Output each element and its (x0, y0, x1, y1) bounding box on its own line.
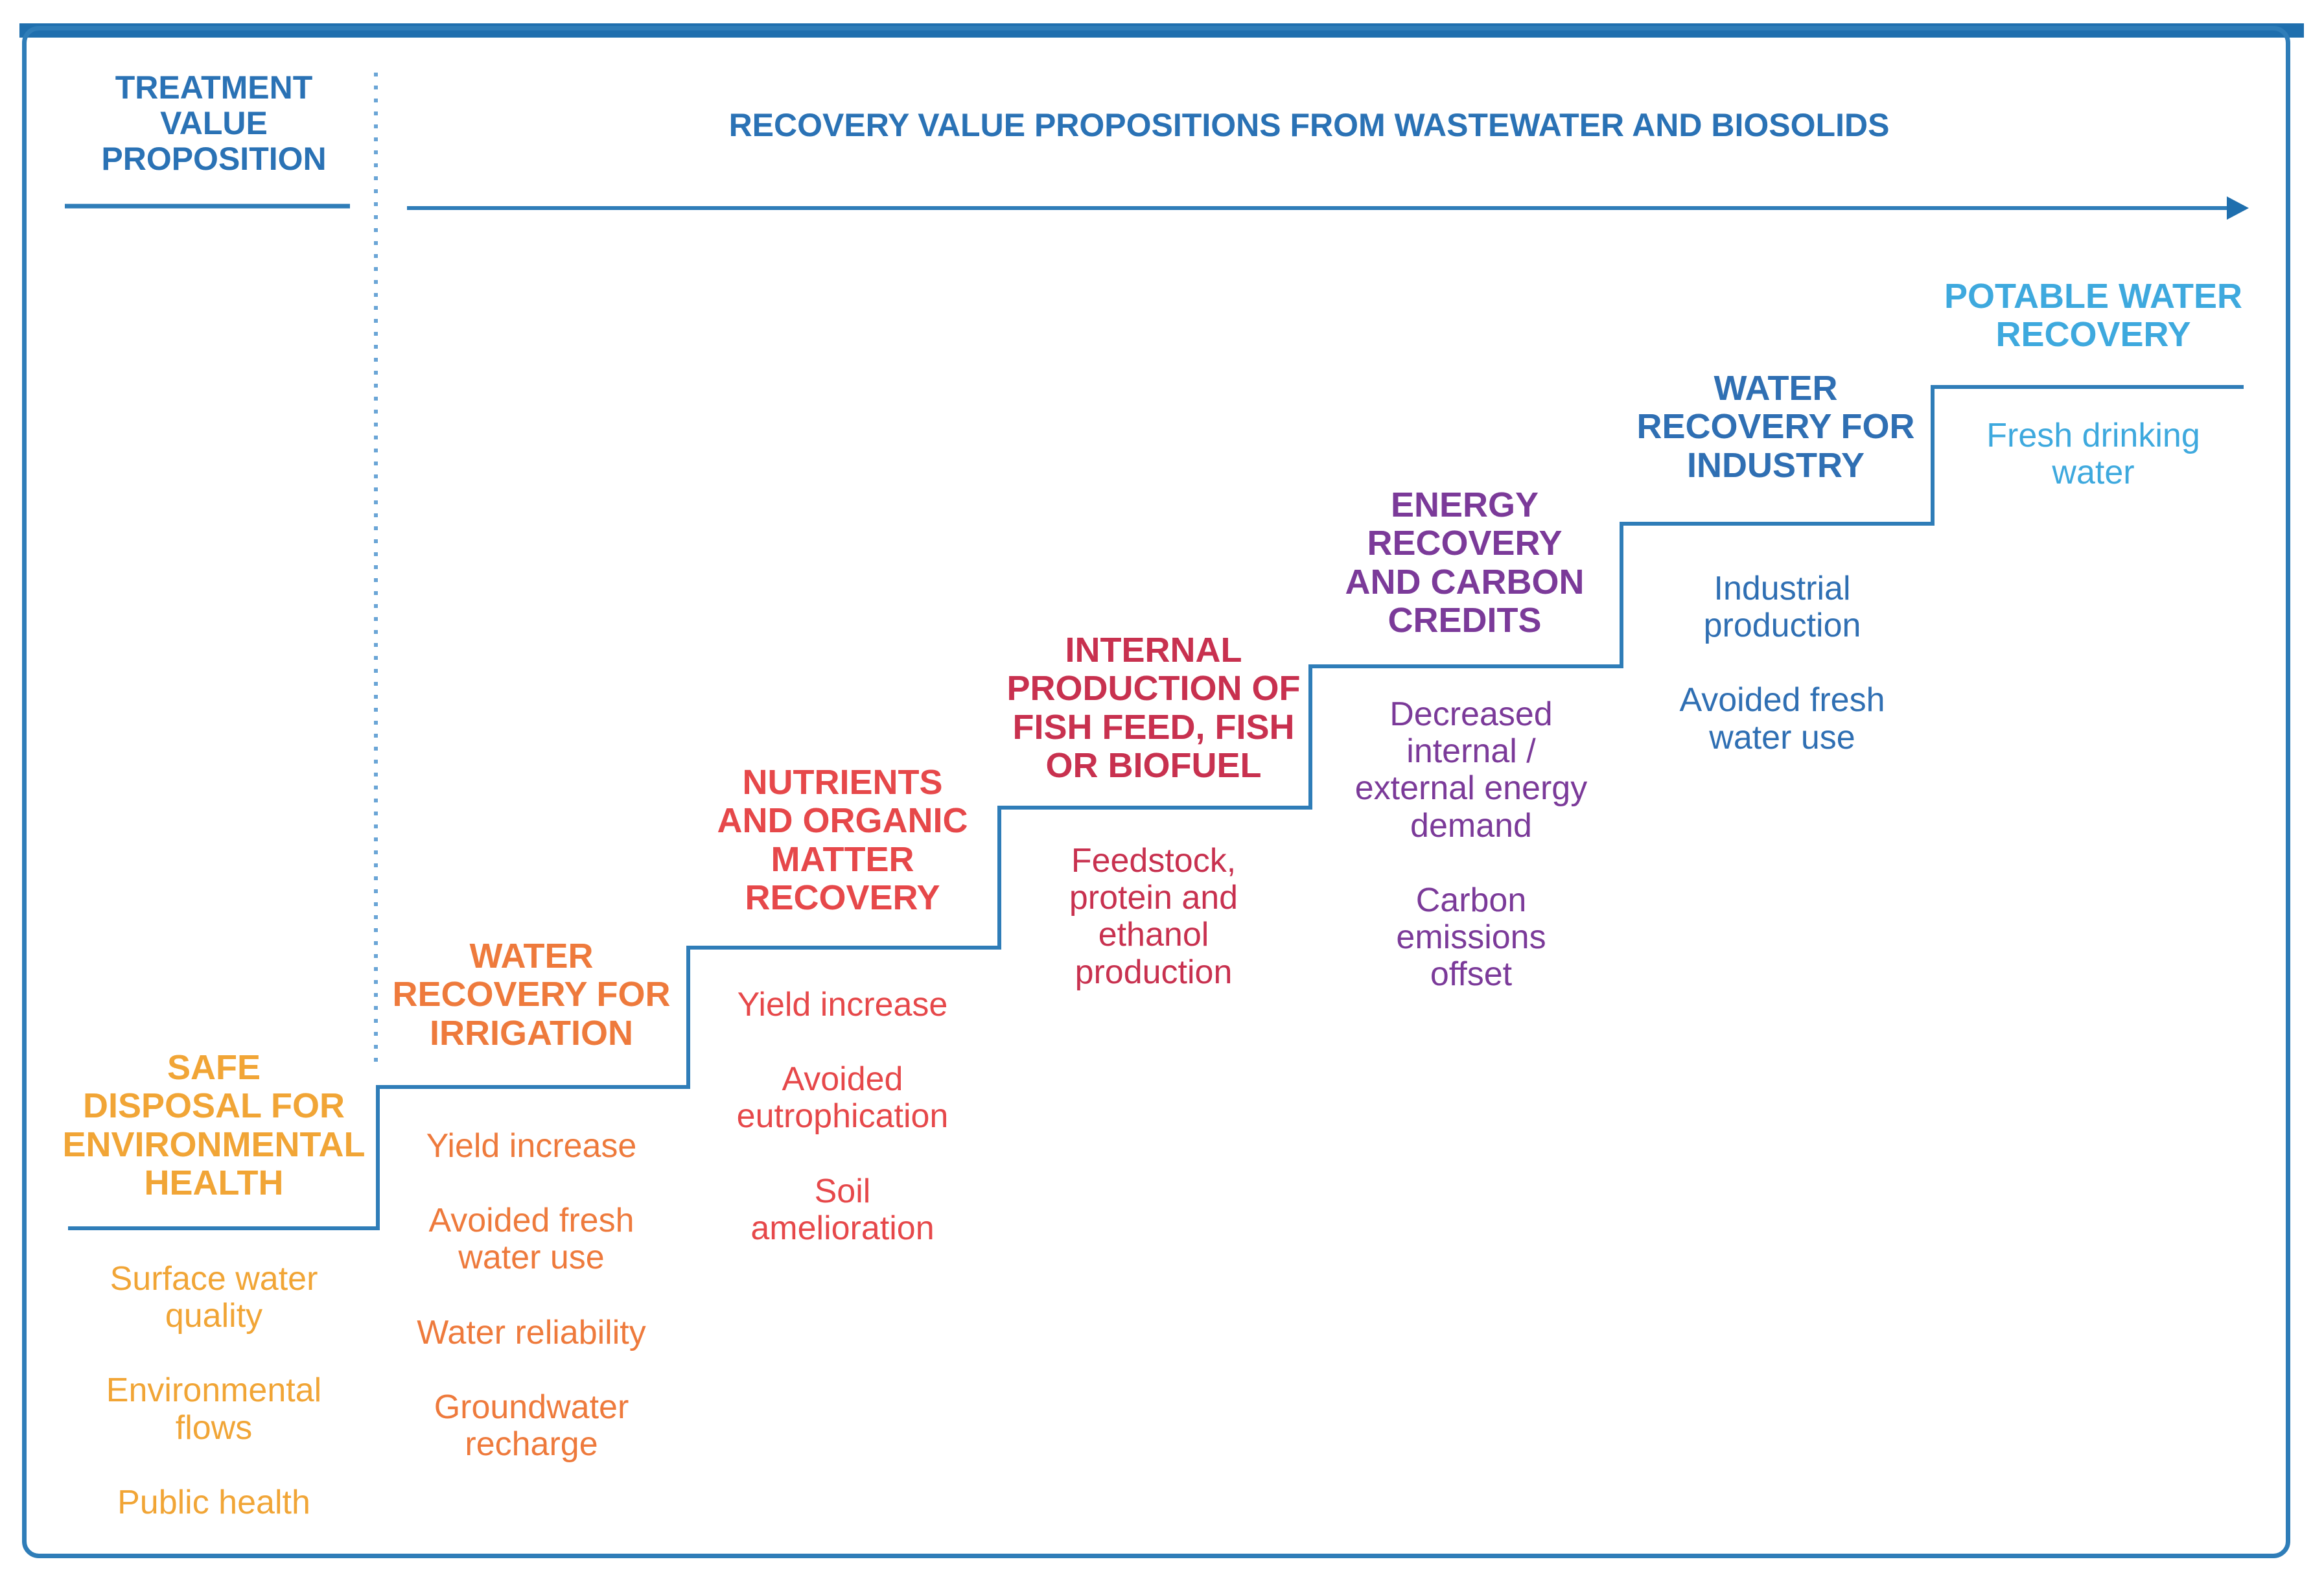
stage-4-title: INTERNAL PRODUCTION OF FISH FEED, FISH O… (1006, 631, 1301, 786)
stage-1-item: Environmental flows (106, 1372, 322, 1447)
stage-4-item: Feedstock, protein and ethanol productio… (1069, 842, 1238, 991)
stage-2-title: WATER RECOVERY FOR IRRIGATION (392, 937, 671, 1053)
stage-2-item: Yield increase (426, 1127, 637, 1165)
stage-1-title: SAFE DISPOSAL FOR ENVIRONMENTAL HEALTH (62, 1048, 366, 1203)
stage-6-title: WATER RECOVERY FOR INDUSTRY (1636, 369, 1915, 485)
stage-3-title: NUTRIENTS AND ORGANIC MATTER RECOVERY (717, 763, 968, 918)
stage-6-items: Industrial production Avoided fresh wate… (1627, 570, 1938, 794)
stage-1-item: Surface water quality (110, 1260, 318, 1335)
stage-2-item: Avoided fresh water use (428, 1202, 634, 1277)
stage-3-item: Avoided eutrophication (736, 1060, 949, 1136)
stage-4-items: Feedstock, protein and ethanol productio… (1005, 842, 1303, 1029)
stage-5-item: Carbon emissions offset (1396, 881, 1546, 994)
stage-3-item: Yield increase (737, 986, 948, 1023)
recovery-arrowhead (2227, 196, 2249, 220)
stage-7-title: POTABLE WATER RECOVERY (1944, 277, 2242, 355)
stage-2-items: Yield increase Avoided fresh water use W… (382, 1127, 680, 1501)
stage-5-title: ENERGY RECOVERY AND CARBON CREDITS (1345, 485, 1585, 640)
stage-1-items: Surface water quality Environmental flow… (52, 1260, 376, 1559)
stage-7-item: Fresh drinking water (1986, 417, 2200, 492)
diagram-frame (22, 26, 2290, 1558)
stage-6-item: Avoided fresh water use (1679, 681, 1885, 756)
stage-7-items: Fresh drinking water (1938, 417, 2249, 529)
treatment-header: TREATMENT VALUE PROPOSITION (101, 69, 327, 177)
stage-6-item: Industrial production (1703, 570, 1861, 645)
stage-3-item: Soil amelioration (750, 1172, 935, 1247)
staircase-steps (68, 385, 2244, 1230)
stage-5-item: Decreased internal / external energy dem… (1354, 695, 1588, 845)
recovery-header: RECOVERY VALUE PROPOSITIONS FROM WASTEWA… (728, 107, 1890, 143)
stage-1-item: Public health (117, 1483, 310, 1521)
stage-2-item: Groundwater recharge (434, 1388, 629, 1463)
stage-2-item: Water reliability (417, 1313, 646, 1351)
stage-5-items: Decreased internal / external energy dem… (1316, 695, 1627, 1031)
stage-3-items: Yield increase Avoided eutrophication So… (693, 986, 992, 1285)
